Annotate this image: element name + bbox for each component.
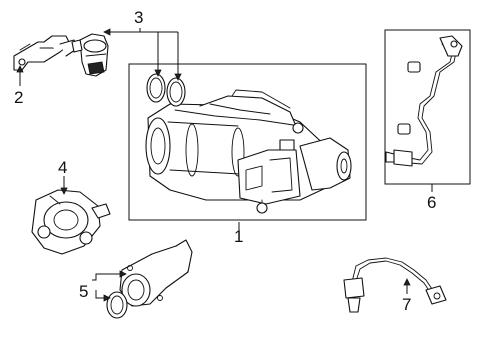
vent-filter-part — [119, 239, 193, 307]
purge-valve-part — [71, 33, 109, 77]
arrow-heads — [16, 28, 411, 302]
leak-check-pump-part — [31, 189, 111, 255]
o-ring-pair — [146, 73, 186, 107]
callout-1: 1 — [234, 227, 244, 246]
leader-lines — [19, 28, 433, 299]
charcoal-canister — [145, 89, 352, 214]
vapor-hose-part — [385, 35, 463, 167]
hose-frame — [384, 29, 471, 185]
callout-4: 4 — [58, 158, 68, 177]
callout-7: 7 — [402, 295, 412, 314]
canister-frame — [128, 63, 367, 221]
callout-6: 6 — [427, 193, 437, 212]
callout-5: 5 — [79, 282, 89, 301]
fuel-tank-sensor-part — [343, 257, 447, 313]
bracket-part — [13, 35, 79, 71]
callout-3: 3 — [134, 8, 144, 27]
gasket-ring — [106, 291, 128, 319]
callout-2: 2 — [14, 88, 24, 107]
